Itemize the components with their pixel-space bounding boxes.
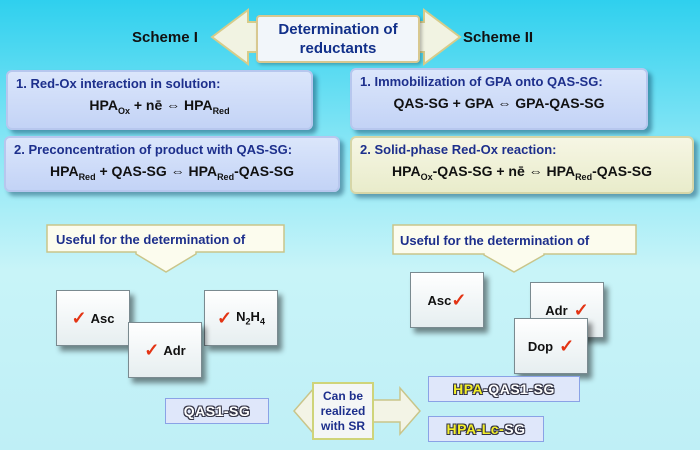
check-icon: ✓ (451, 289, 467, 310)
sr-line-2: realized (320, 403, 366, 418)
analyte-label: Asc (427, 292, 452, 308)
scheme1-step1-heading: 1. Red-Ox interaction in solution: (16, 76, 221, 91)
title-line-1: Determination of (278, 21, 398, 38)
scheme-1-label: Scheme I (132, 29, 198, 46)
title-box: Determination of reductants (256, 15, 420, 63)
scheme2-step2-box: 2. Solid-phase Red-Ox reaction: HPAOx-QA… (350, 136, 694, 194)
hpa-text: HPA (446, 421, 477, 437)
analyte-label: Dop (527, 338, 554, 354)
scheme2-step2-heading: 2. Solid-phase Red-Ox reaction: (360, 142, 557, 157)
scheme1-useful-text: Useful for the determination of (56, 232, 246, 247)
hpa-qas1-sg-label: HPA-QAS1-SG (428, 376, 580, 402)
scheme1-card-adr: ✓ Adr (128, 322, 202, 378)
scheme1-step2-heading: 2. Preconcentration of product with QAS-… (14, 142, 293, 157)
analyte-label: Asc (90, 310, 115, 326)
scheme1-step2-equation: HPARed + QAS-SG ⇔ HPARed-QAS-SG (50, 163, 294, 182)
check-icon: ✓ (71, 307, 87, 328)
scheme-2-label: Scheme II (463, 29, 534, 46)
scheme2-step1-box: 1. Immobilization of GPA onto QAS-SG: QA… (350, 68, 648, 130)
check-icon: ✓ (559, 335, 575, 356)
qas1-sg-suffix: -QAS1-SG (483, 381, 555, 397)
sr-line-3: with SR (320, 418, 365, 433)
scheme1-card-n2h4: ✓ N2H4 (204, 290, 278, 346)
hpa-text: HPA (453, 381, 484, 397)
analyte-label: Adr (545, 302, 568, 318)
scheme2-step1-equation: QAS-SG + GPA ⇔ GPA-QAS-SG (393, 95, 605, 111)
title-line-2: reductants (299, 40, 377, 57)
scheme1-card-asc: ✓ Asc (56, 290, 130, 346)
scheme2-useful-arrow (392, 224, 637, 273)
check-icon: ✓ (217, 307, 233, 328)
scheme1-step1-box: 1. Red-Ox interaction in solution: HPAOx… (6, 70, 313, 130)
check-icon: ✓ (144, 339, 160, 360)
scheme2-card-asc: Asc ✓ (410, 272, 484, 328)
check-icon: ✓ (573, 299, 589, 320)
sr-box: Can be realized with SR (312, 382, 374, 440)
scheme1-useful-arrow (46, 224, 285, 273)
scheme2-useful-text: Useful for the determination of (400, 233, 590, 248)
scheme1-step2-box: 2. Preconcentration of product with QAS-… (4, 136, 340, 192)
scheme1-step1-equation: HPAOx + nē ⇔ HPARed (89, 97, 230, 116)
analyte-label-n2h4: N2H4 (236, 309, 265, 327)
qas1-sg-text: QAS1-SG (183, 403, 251, 419)
scheme2-step2-equation: HPAOx-QAS-SG + nē ⇔ HPARed-QAS-SG (392, 163, 652, 182)
analyte-label: Adr (163, 342, 186, 358)
hpa-lc-sg-label: HPA-Lc-SG (428, 416, 544, 442)
sg-text: SG (504, 421, 526, 437)
lc-text: -Lc- (476, 421, 505, 437)
scheme2-card-dop: Dop ✓ (514, 318, 588, 374)
sr-line-1: Can be (322, 388, 363, 403)
qas1-sg-label: QAS1-SG (165, 398, 269, 424)
scheme2-step1-heading: 1. Immobilization of GPA onto QAS-SG: (360, 74, 603, 89)
